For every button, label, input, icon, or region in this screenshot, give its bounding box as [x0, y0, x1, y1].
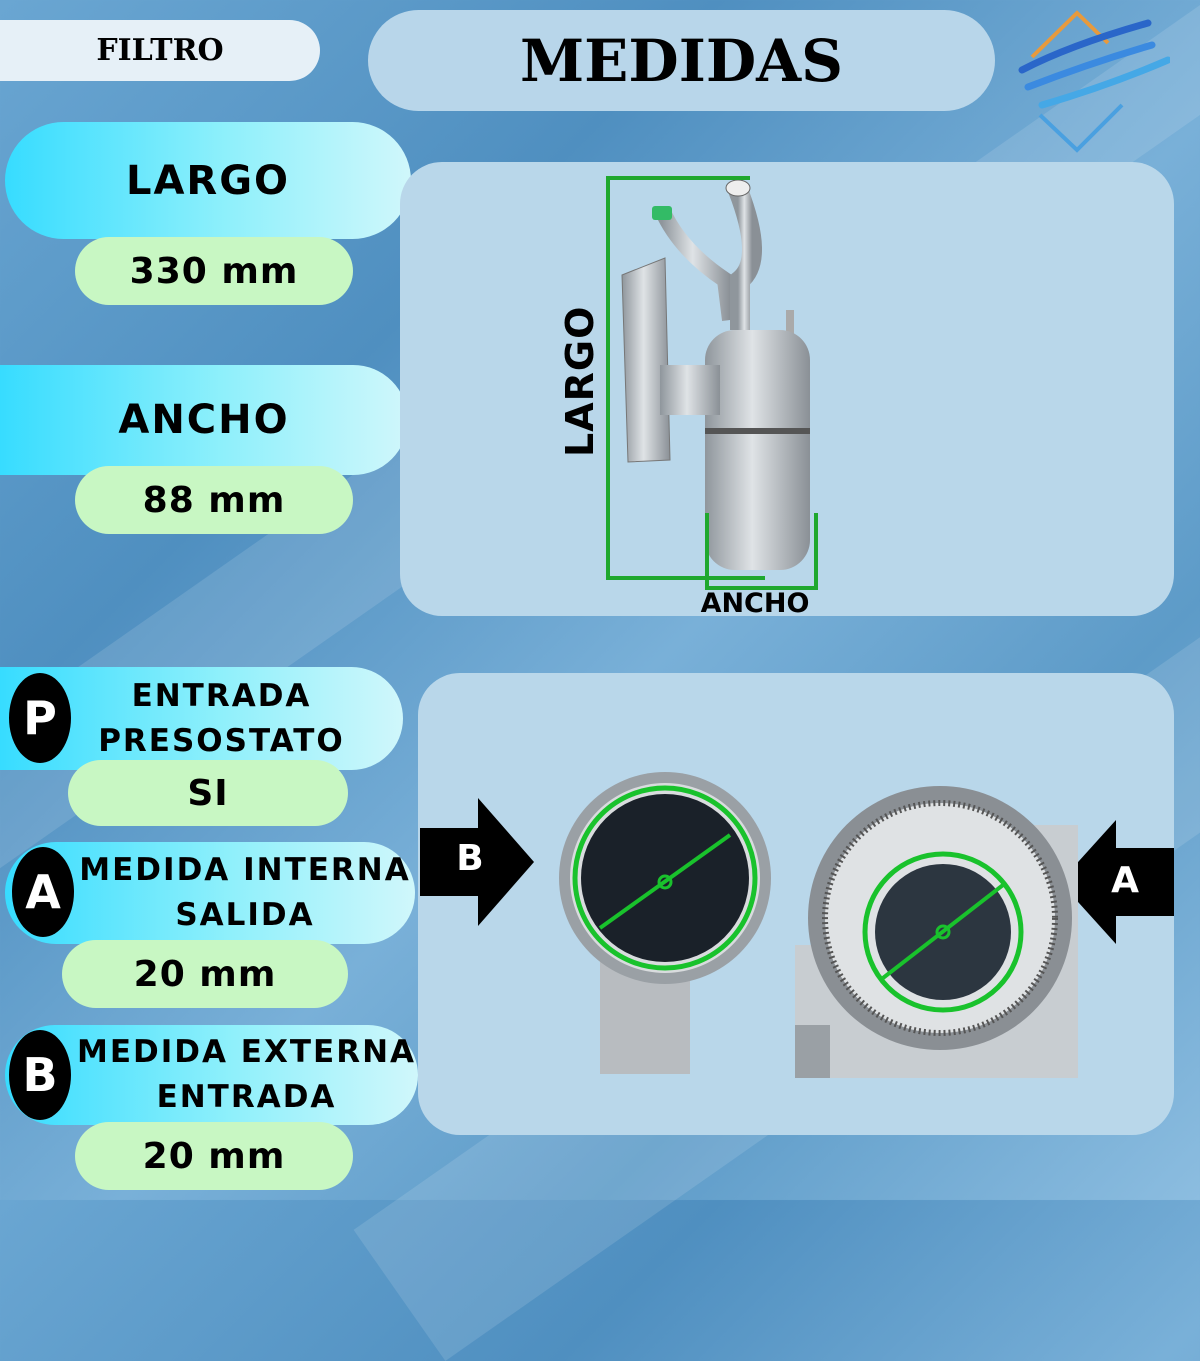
port-b-image	[559, 772, 771, 1074]
arrow-a-label: A	[1111, 860, 1139, 901]
largo-label: LARGO	[5, 122, 411, 239]
filter-drier-image	[621, 179, 810, 570]
largo-dimension-label: LARGO	[558, 305, 602, 457]
medida-interna-line1: MEDIDA INTERNA	[79, 852, 411, 889]
ancho-label: ANCHO	[0, 365, 408, 475]
presostato-label-line1: ENTRADA	[131, 677, 312, 714]
arrow-a-icon	[1060, 820, 1174, 944]
badge-p: P	[9, 673, 71, 763]
product-label: FILTRO	[0, 20, 320, 81]
dimension-lines	[606, 176, 818, 590]
medida-externa-line1: MEDIDA EXTERNA	[76, 1034, 416, 1071]
presostato-label-line2: PRESOSTATO	[98, 722, 345, 759]
presostato-value: SI	[68, 760, 348, 826]
badge-b: B	[9, 1030, 71, 1120]
medida-interna-label: MEDIDA INTERNA SALIDA	[5, 842, 415, 944]
port-a-image	[795, 786, 1078, 1078]
arrow-b-label: B	[456, 838, 484, 879]
medida-interna-value: 20 mm	[62, 940, 348, 1008]
brand-logo	[1018, 10, 1170, 153]
medida-externa-line2: ENTRADA	[156, 1079, 337, 1115]
largo-value: 330 mm	[75, 237, 353, 305]
ancho-dimension-label: ANCHO	[700, 588, 810, 619]
arrow-b-icon	[420, 798, 534, 926]
page-title: MEDIDAS	[368, 10, 995, 111]
medida-interna-line2: SALIDA	[175, 897, 315, 933]
badge-a: A	[12, 847, 74, 937]
medida-externa-label: MEDIDA EXTERNA ENTRADA	[5, 1025, 418, 1125]
medida-externa-value: 20 mm	[75, 1122, 353, 1190]
ancho-value: 88 mm	[75, 466, 353, 534]
